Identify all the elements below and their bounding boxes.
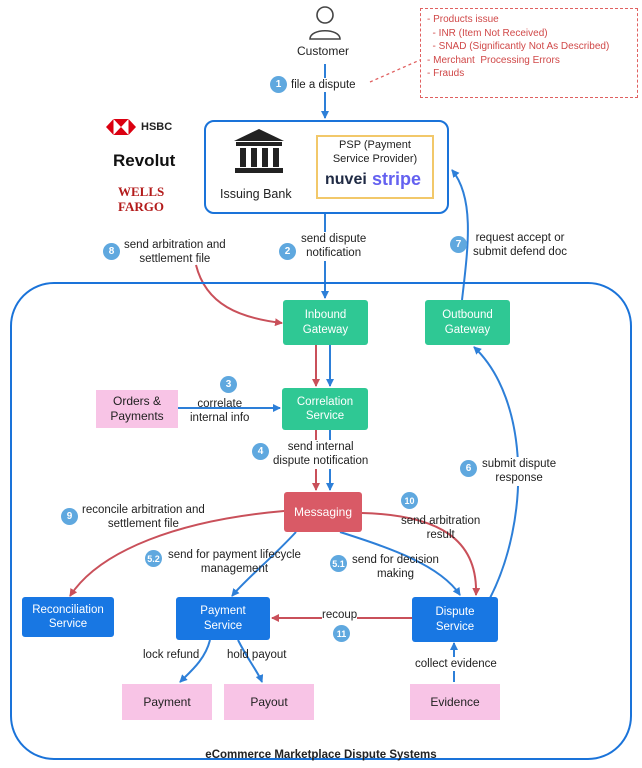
payout-box[interactable]: Payout <box>224 684 314 720</box>
edge-lock-refund <box>179 639 211 683</box>
step-badge: 10 <box>401 492 418 509</box>
system-title: eCommerce Marketplace Dispute Systems <box>205 749 437 761</box>
revolut-logo: Revolut <box>113 151 176 170</box>
callout-line <box>369 59 421 83</box>
step-badge: 5.1 <box>330 555 347 572</box>
payment-box[interactable]: Payment <box>122 684 212 720</box>
step-badge: 8 <box>103 243 120 260</box>
step-badge: 7 <box>450 236 467 253</box>
outbound-gateway[interactable]: Outbound Gateway <box>425 300 510 345</box>
edge-7 <box>451 169 469 301</box>
step-label: send internal dispute notification <box>273 440 369 469</box>
step-badge: 6 <box>460 460 477 477</box>
step-label: send for payment lifecycle management <box>168 549 301 576</box>
fargo-text: FARGO <box>118 199 164 214</box>
edge-5-2 <box>231 531 297 597</box>
collect-evidence-label: collect evidence <box>415 657 497 672</box>
dispute-service[interactable]: Dispute Service <box>412 597 498 642</box>
edge-9 <box>69 510 285 597</box>
edge-8 <box>195 264 283 327</box>
step-label: request accept or submit defend doc <box>473 231 567 260</box>
dispute-system-frame <box>10 282 632 760</box>
issue-line: - Frauds <box>427 68 465 79</box>
step-badge: 5.2 <box>145 550 162 567</box>
bank-building-icon <box>234 129 284 173</box>
customer-label: Customer <box>297 44 350 58</box>
step-badge: 1 <box>270 76 287 93</box>
step-badge: 9 <box>61 508 78 525</box>
step-label: reconcile arbitration and settlement fil… <box>82 504 205 531</box>
orders-payments[interactable]: Orders & Payments <box>96 390 178 428</box>
issue-line: - SNAD (Significantly Not As Described) <box>427 41 610 52</box>
lock-refund-label: lock refund <box>143 649 200 661</box>
hsbc-logo: HSBC <box>106 119 172 135</box>
hsbc-hexagon-icon <box>106 119 136 135</box>
payment-service[interactable]: Payment Service <box>176 597 270 640</box>
issuing-bank-label: Issuing Bank <box>220 187 292 201</box>
hold-payout-label: hold payout <box>227 649 287 661</box>
step-badge: 4 <box>252 443 269 460</box>
step-label: submit dispute response <box>482 457 557 486</box>
psp-box <box>316 135 434 199</box>
issue-line: - Merchant Processing Errors <box>427 54 560 66</box>
edge-5-1 <box>339 531 461 596</box>
step-label: send arbitration result <box>401 515 481 542</box>
wells-text: WELLS <box>118 184 165 199</box>
nuvei-logo: nuvei <box>325 171 367 188</box>
step-label: correlate internal info <box>190 398 250 425</box>
messaging[interactable]: Messaging <box>284 492 362 532</box>
psp-title: PSP (Payment Service Provider) <box>332 139 418 165</box>
edge-10 <box>361 512 481 596</box>
step-label: recoup <box>322 608 358 623</box>
step-label: send dispute notification <box>301 232 367 261</box>
hsbc-text: HSBC <box>141 121 173 133</box>
stripe-logo: stripe <box>372 169 422 189</box>
issue-line: - Products issue <box>427 14 499 25</box>
issues-note: - Products issue - INR (Item Not Receive… <box>420 8 638 98</box>
inbound-gateway[interactable]: Inbound Gateway <box>283 300 368 345</box>
correlation-service[interactable]: Correlation Service <box>282 388 368 430</box>
step-label: send arbitration and settlement file <box>124 239 226 266</box>
step-badge: 3 <box>220 376 237 393</box>
edge-hold-payout <box>237 639 264 683</box>
step-label: send for decision making <box>352 554 439 581</box>
step-badge: 11 <box>333 625 350 642</box>
wells-fargo-logo: WELLS FARGO <box>118 184 164 214</box>
step-label: file a dispute <box>291 78 356 93</box>
step-badge: 2 <box>279 243 296 260</box>
person-icon <box>309 6 341 40</box>
reconciliation-service[interactable]: Reconciliation Service <box>22 597 114 637</box>
issue-line: - INR (Item Not Received) <box>427 27 548 39</box>
evidence-box[interactable]: Evidence <box>410 684 500 720</box>
